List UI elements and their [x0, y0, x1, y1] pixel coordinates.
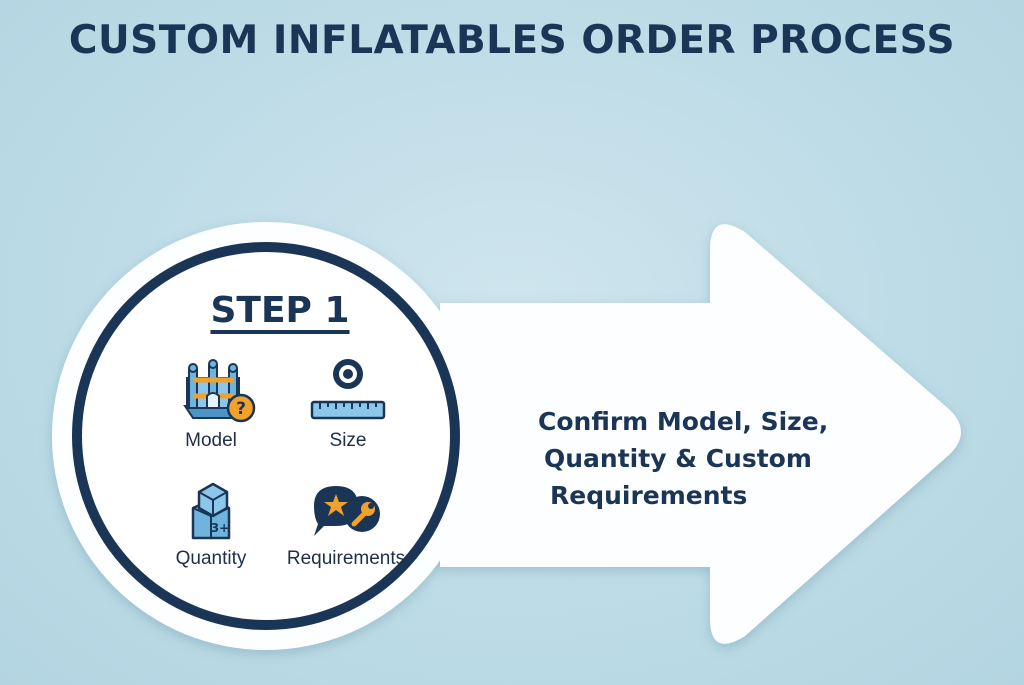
- arrow-shape: [440, 224, 961, 644]
- ruler-measure-icon: [310, 359, 386, 420]
- step-description-line-1: Confirm Model, Size,: [538, 407, 829, 436]
- step-description-line-3: Requirements: [550, 481, 748, 510]
- bounce-house-question-icon: ?: [183, 359, 256, 423]
- step-label: STEP 1: [210, 290, 350, 331]
- svg-text:3+: 3+: [211, 521, 229, 535]
- page-title: CUSTOM INFLATABLES ORDER PROCESS: [68, 18, 956, 63]
- item-model-label: Model: [185, 430, 237, 451]
- item-quantity-label: Quantity: [175, 548, 247, 569]
- item-quantity: 3+ Quantity: [141, 474, 281, 570]
- chat-star-wrench-icon: [314, 486, 380, 536]
- svg-text:?: ?: [236, 399, 246, 419]
- step-description: Confirm Model, Size, Quantity & Custom R…: [538, 403, 858, 514]
- item-model: ? Model: [141, 356, 281, 452]
- item-size-label: Size: [329, 430, 367, 451]
- item-requirements: Requirements: [276, 474, 416, 570]
- stacked-boxes-icon: 3+: [191, 482, 231, 540]
- step-description-line-2: Quantity & Custom: [544, 444, 812, 473]
- item-size: Size: [278, 356, 418, 452]
- item-requirements-label: Requirements: [286, 548, 406, 569]
